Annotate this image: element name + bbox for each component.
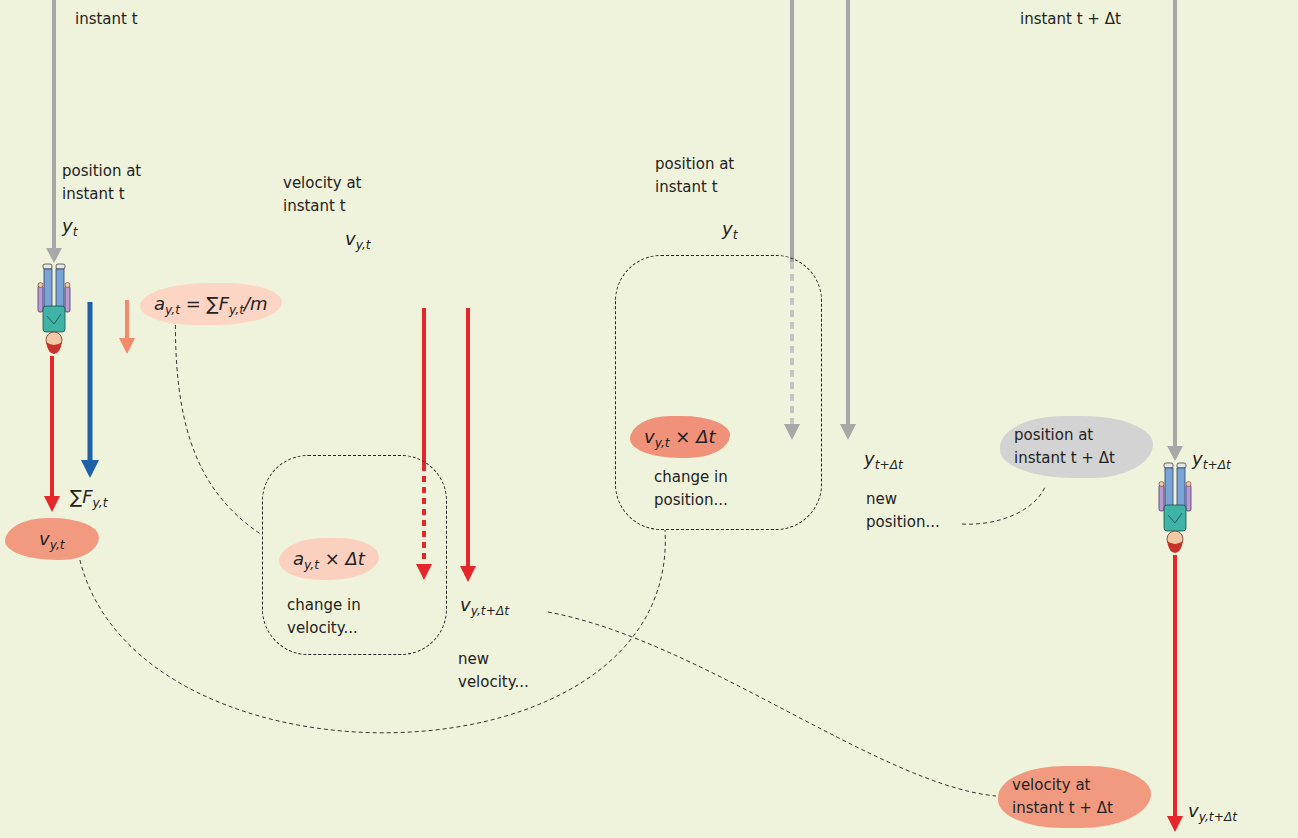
position-change-blob: vy,t × Δt — [630, 416, 730, 458]
subscript: y,t — [165, 303, 180, 317]
velocity-change-arrow — [422, 465, 426, 566]
connector-line — [80, 530, 665, 733]
subscript: y,t — [304, 558, 319, 572]
loop-caption: change in velocity... — [287, 594, 387, 640]
dashed-connector — [80, 530, 665, 733]
connector-line — [175, 325, 262, 535]
acceleration-arrow — [125, 300, 129, 340]
subscript: t — [733, 228, 738, 242]
position-arrow — [1173, 0, 1177, 448]
change-loop: change in position... vy,t × Δt — [615, 255, 822, 530]
position-arrow — [52, 0, 56, 250]
arrow-head — [840, 424, 856, 440]
symbol-label: yt — [62, 213, 77, 239]
subscript: y,t+Δt — [1199, 810, 1237, 824]
position-change-arrow — [790, 262, 794, 426]
blob-text: velocity at instant t + Δt — [1012, 774, 1137, 820]
velocity-blob: vy,t — [5, 518, 99, 560]
new-velocity-blob: velocity at instant t + Δt — [998, 766, 1151, 828]
subscript: y,t — [655, 436, 670, 450]
position-label: position at instant t — [62, 160, 172, 206]
arrow-head — [416, 564, 432, 580]
symbol-label: vy,t+Δt — [1188, 798, 1237, 824]
symbol-label: yt — [722, 216, 737, 242]
arrow-head — [81, 460, 99, 478]
blob-text: vy,t — [39, 526, 65, 552]
instant-label: instant t — [75, 8, 138, 31]
note-label: new position... — [866, 488, 966, 534]
blob-text: position at instant t + Δt — [1014, 424, 1139, 470]
subscript: y,t — [229, 303, 244, 317]
symbol-label: yt+Δt — [864, 446, 903, 472]
position-arrow — [846, 0, 850, 426]
arrow-head — [1167, 446, 1183, 461]
note-label: new velocity... — [458, 648, 553, 694]
blob-text: ay,t × Δt — [293, 546, 365, 572]
position-arrow — [790, 0, 794, 262]
acceleration-formula-blob: ay,t = ∑Fy,t/m — [140, 283, 282, 325]
arrow-head — [460, 566, 476, 582]
subscript: y,t+Δt — [471, 604, 509, 618]
arrow-head — [119, 338, 135, 354]
force-arrow — [88, 302, 93, 462]
symbol-label: vy,t — [345, 226, 371, 252]
blob-text: vy,t × Δt — [644, 424, 716, 450]
subscript: y,t — [93, 496, 108, 510]
leader-line — [548, 612, 996, 796]
loop-caption: change in position... — [654, 466, 754, 512]
subscript: y,t — [50, 538, 65, 552]
velocity-change-blob: ay,t × Δt — [279, 538, 379, 580]
symbol-label: vy,t+Δt — [460, 592, 509, 618]
subscript: t+Δt — [1203, 458, 1231, 472]
blob-text: ay,t = ∑Fy,t/m — [154, 291, 268, 317]
subscript: y,t — [356, 238, 371, 252]
skydiver — [1159, 463, 1191, 553]
arrow-head — [46, 248, 62, 263]
new-position-blob: position at instant t + Δt — [1000, 416, 1153, 478]
symbol-label: yt+Δt — [1192, 446, 1231, 472]
arrow-head — [44, 496, 60, 512]
skydiver — [38, 264, 70, 354]
velocity-arrow — [422, 308, 426, 465]
instant-label: instant t + Δt — [1020, 8, 1121, 31]
subscript: t+Δt — [875, 458, 903, 472]
velocity-arrow — [50, 356, 54, 498]
force-label: ∑Fy,t — [70, 484, 107, 510]
velocity-label: velocity at instant t — [283, 172, 393, 218]
leader-line — [962, 487, 1045, 524]
arrow-head — [1167, 816, 1183, 832]
velocity-arrow — [466, 308, 470, 568]
arrow-head — [784, 424, 800, 440]
velocity-arrow — [1173, 555, 1177, 818]
subscript: t — [73, 225, 78, 239]
change-loop: change in velocity... ay,t × Δt — [262, 455, 447, 655]
dashed-connector — [175, 325, 262, 535]
position-label: position at instant t — [655, 153, 765, 199]
